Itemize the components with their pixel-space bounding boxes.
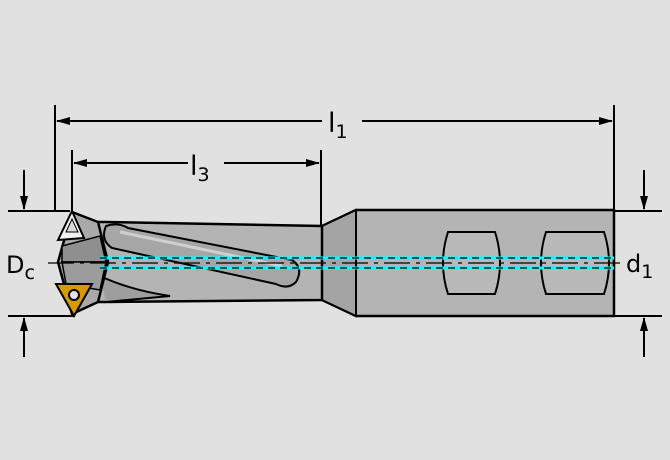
drill-body: [70, 220, 324, 304]
extension-lines: [8, 105, 662, 317]
l1-label: l1: [328, 108, 348, 143]
l3-dimension: l3: [73, 151, 320, 186]
d1-dimension: d1: [626, 170, 653, 357]
d1-label: d1: [626, 250, 653, 283]
l1-dimension: l1: [56, 108, 613, 143]
coolant-channels: [100, 256, 614, 270]
insert-top: [56, 208, 86, 242]
dc-label: Dc: [6, 251, 35, 284]
dc-dimension: Dc: [6, 170, 35, 357]
l3-label: l3: [190, 151, 210, 186]
insert-bottom: [54, 283, 94, 319]
